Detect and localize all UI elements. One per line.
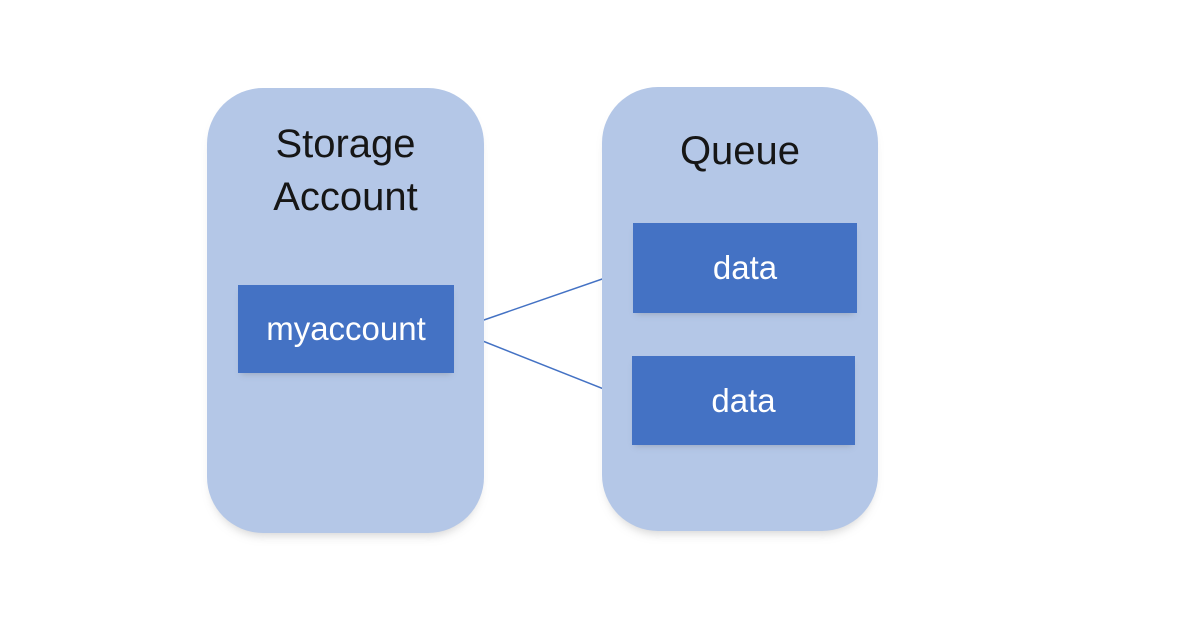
queue-title: Queue — [679, 129, 801, 173]
myaccount-box: myaccount — [238, 285, 454, 373]
storage-account-title: Storage Account — [273, 122, 418, 219]
myaccount-label: myaccount — [266, 310, 426, 347]
storage-account-container: Storage Account myaccount — [207, 88, 484, 533]
queue-message-box-1: data — [633, 223, 857, 313]
queue-message-label-2: data — [711, 381, 776, 419]
queue-message-box-2: data — [632, 356, 855, 445]
queue-container: Queue data data — [602, 87, 878, 531]
queue-message-label-1: data — [712, 249, 778, 286]
